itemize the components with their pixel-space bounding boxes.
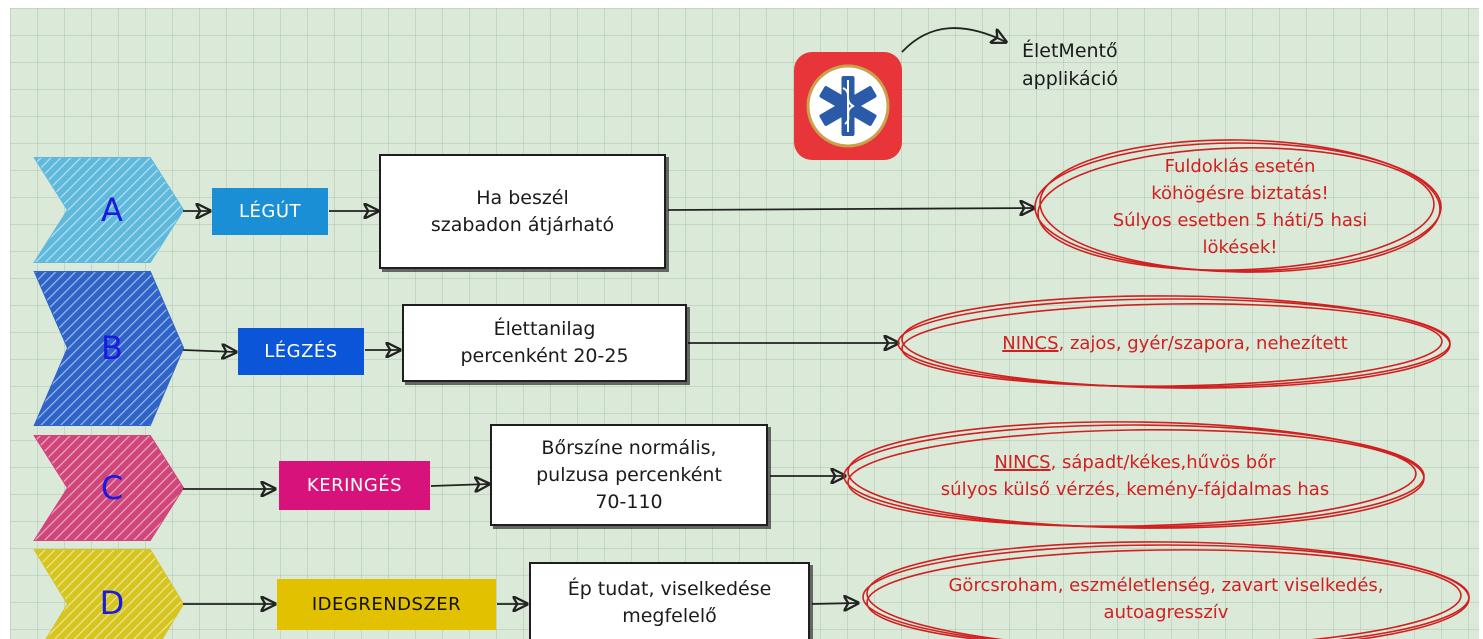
tag-legzes: LÉGZÉS xyxy=(238,328,364,375)
alert-a-line4: lökések! xyxy=(1202,237,1278,258)
arrow-app xyxy=(901,27,1006,53)
tag-legut: LÉGÚT xyxy=(212,188,328,235)
arrow-d-3 xyxy=(811,603,858,604)
letter-a: A xyxy=(101,191,123,229)
normal-box-c: Bőrszíne normális, pulzusa percenként 70… xyxy=(490,424,768,526)
arrow-a-3 xyxy=(667,208,1034,210)
normal-box-a: Ha beszél szabadon átjárható xyxy=(379,154,666,269)
alert-c-line1: NINCS, sápadt/kékes,hűvös bőr xyxy=(994,452,1276,473)
alert-d-line2: autoagresszív xyxy=(1103,602,1229,623)
chevron-d xyxy=(33,549,185,639)
oval-d xyxy=(862,541,1470,639)
oval-a xyxy=(1034,139,1442,273)
app-icon[interactable] xyxy=(794,52,902,160)
arrow-b-1 xyxy=(182,350,236,352)
app-label-line2: applikáció xyxy=(1022,68,1118,90)
app-label: ÉletMentő applikáció xyxy=(1022,37,1118,93)
chevron-a xyxy=(33,157,185,263)
chevron-b xyxy=(33,271,185,426)
letter-c: C xyxy=(100,469,124,507)
letter-d: D xyxy=(99,584,125,622)
alert-c-line2: súlyos külső vérzés, kemény-fájdalmas ha… xyxy=(940,479,1330,500)
chevron-c xyxy=(33,435,185,541)
alert-a-line2: köhögésre biztatás! xyxy=(1151,183,1329,204)
alert-a-line3: Súlyos esetben 5 háti/5 hasi xyxy=(1112,210,1368,231)
alert-b-line1: NINCS, zajos, gyér/szapora, nehezített xyxy=(1002,332,1348,354)
nincs-label-b: NINCS xyxy=(1002,332,1059,354)
normal-box-b: Élettanilag percenként 20-25 xyxy=(402,304,687,382)
alert-a-line1: Fuldoklás esetén xyxy=(1164,156,1316,177)
oval-b xyxy=(897,295,1451,389)
tag-idegrendszer: IDEGRENDSZER xyxy=(277,579,496,630)
app-label-line1: ÉletMentő xyxy=(1022,40,1118,62)
alert-d-line1: Görcsroham, eszméletlenség, zavart visel… xyxy=(948,575,1384,596)
nincs-label-c: NINCS xyxy=(994,452,1051,473)
tag-keringes: KERINGÉS xyxy=(279,461,430,510)
arrow-c-2 xyxy=(430,484,489,486)
letter-b: B xyxy=(101,329,123,367)
normal-box-d: Ép tudat, viselkedése megfelelő xyxy=(529,562,810,639)
oval-c xyxy=(843,421,1425,529)
alert-d: Görcsroham, eszméletlenség, zavart visel… xyxy=(868,569,1464,629)
alert-a: Fuldoklás esetén köhögésre biztatás! Súl… xyxy=(1040,148,1440,266)
grid-board xyxy=(10,8,1479,639)
alert-c: NINCS, sápadt/kékes,hűvös bőr súlyos kül… xyxy=(852,446,1418,506)
alert-b: NINCS, zajos, gyér/szapora, nehezített xyxy=(905,326,1445,360)
